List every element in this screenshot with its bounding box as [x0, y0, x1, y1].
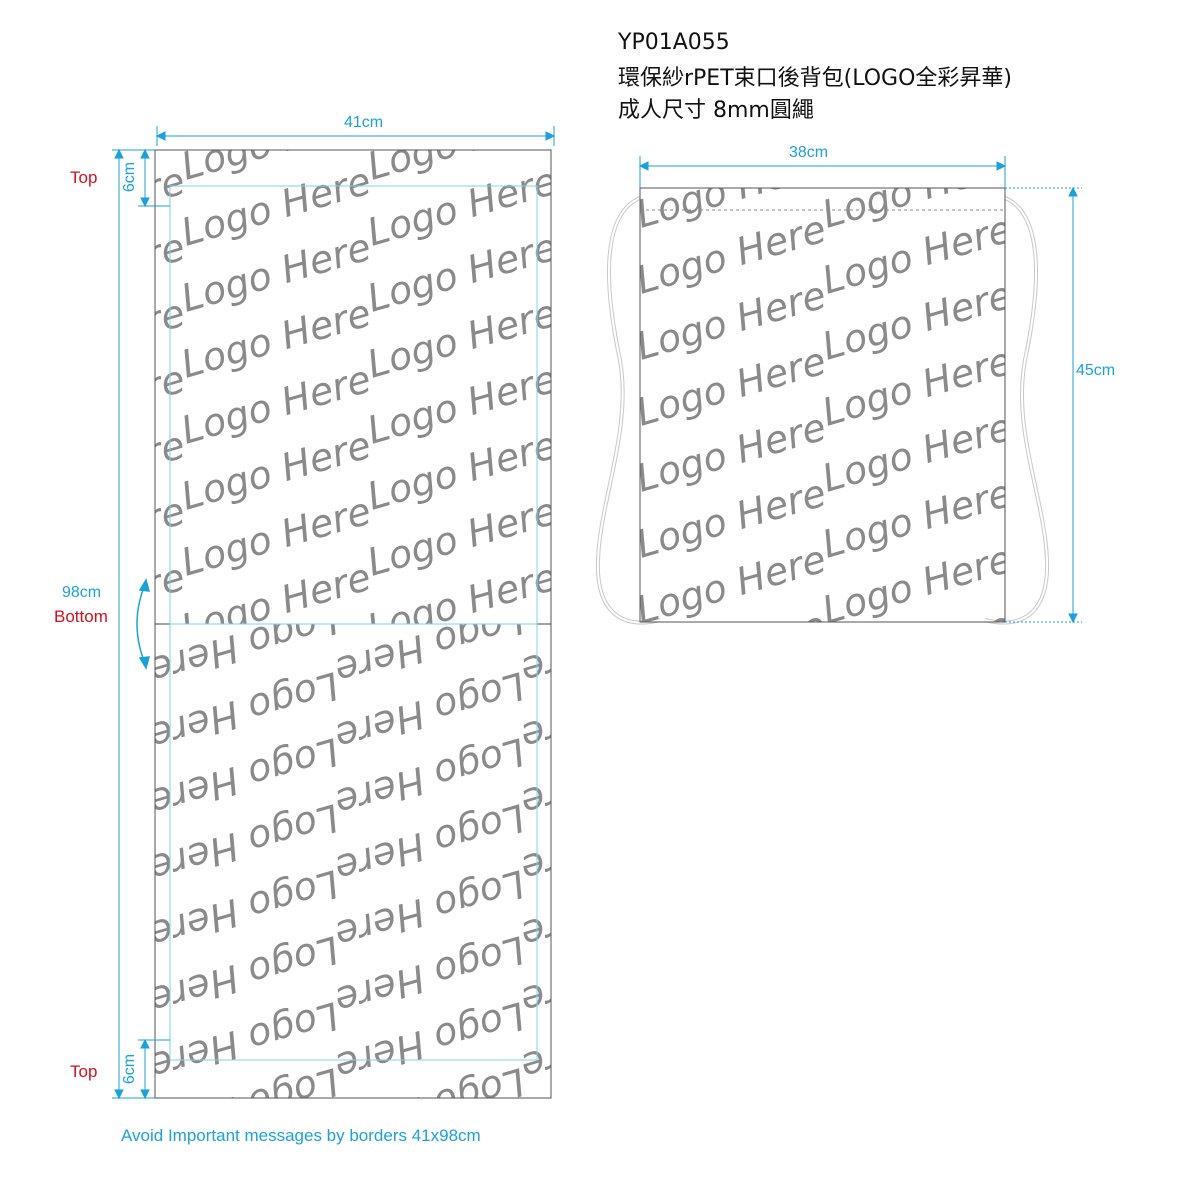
bag-height-label-45cm: 45cm [1076, 362, 1116, 379]
product-size-description: 成人尺寸 8mm圓繩 [618, 98, 814, 123]
logo-placeholder-text: Logo Here [445, 537, 644, 633]
drawstring-cords-inner [596, 197, 1049, 624]
logo-placeholder-text: Logo Here [1003, 603, 1181, 699]
bottom-label: Bottom [54, 607, 108, 626]
bag-width-label-38cm: 38cm [789, 144, 829, 161]
logo-placeholder-text: Logo Here [1003, 537, 1181, 633]
safe-zone-bottom [169, 623, 538, 1061]
product-code: YP01A055 [618, 30, 730, 55]
logo-placeholder-text: Logo Here [1003, 471, 1181, 567]
margin-label-bottom: 6cm [121, 1053, 138, 1085]
bag-outline [639, 187, 1006, 623]
height-dimension-98 [112, 148, 155, 1100]
margin-dimension-bottom [138, 1038, 170, 1100]
logo-placeholder-text: Logo Here [0, 621, 190, 717]
top-label-upper: Top [70, 168, 98, 187]
logo-placeholder-text: Logo Here [1003, 207, 1181, 303]
bag-width-dimension [638, 156, 1007, 188]
product-name: 環保紗rPET束口後背包(LOGO全彩昇華) [618, 66, 1012, 91]
margin-label-top: 6cm [121, 161, 138, 193]
logo-placeholder-text: Logo Here [516, 531, 715, 627]
height-label-98cm: 98cm [62, 584, 102, 601]
margin-dimension-top [138, 148, 170, 208]
border-warning-note: Avoid Important messages by borders 41x9… [121, 1126, 481, 1145]
logo-placeholder-text: Logo Here [0, 555, 190, 651]
width-label-41cm: 41cm [344, 114, 384, 131]
logo-placeholder-text: Logo Here [1003, 339, 1181, 435]
width-dimension-41 [155, 126, 556, 146]
fold-arrow [136, 578, 151, 670]
bag-height-dimension [1005, 186, 1082, 624]
top-label-lower: Top [70, 1062, 98, 1081]
logo-placeholder-text: Logo Here [1003, 273, 1181, 369]
